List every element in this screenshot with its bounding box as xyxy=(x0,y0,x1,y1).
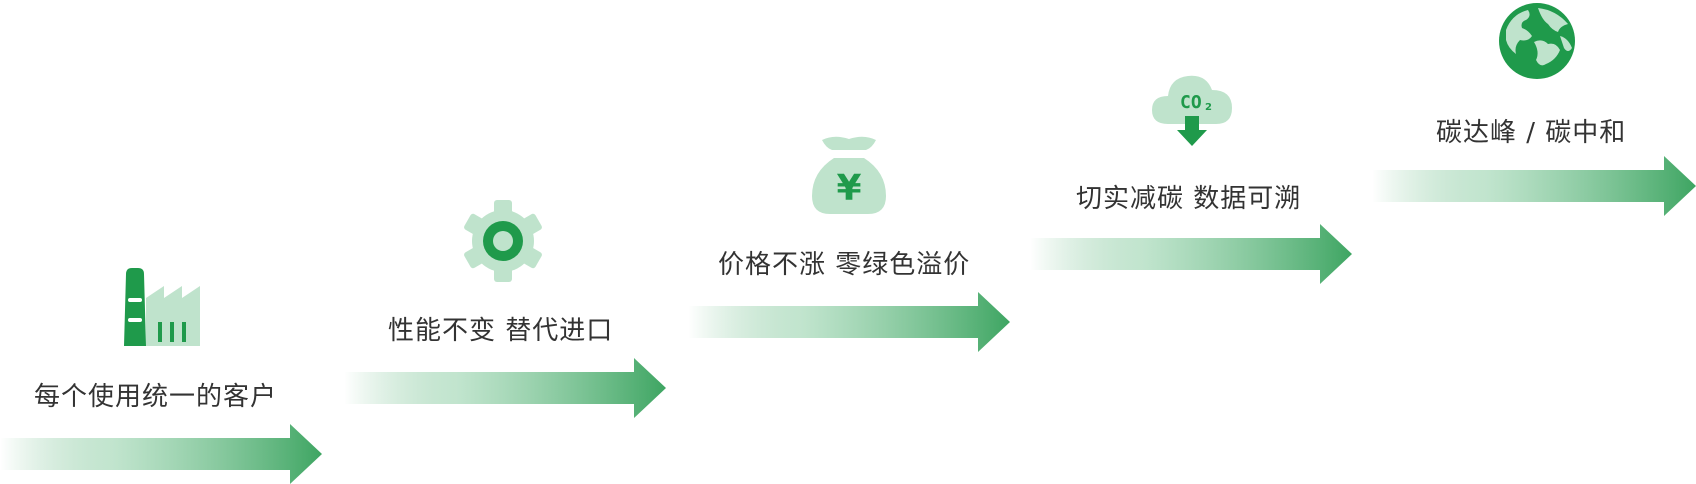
step-2-label: 性能不变 替代进口 xyxy=(388,316,614,346)
globe-icon xyxy=(1499,3,1575,79)
factory-icon xyxy=(124,268,200,346)
step-1-label: 每个使用统一的客户 xyxy=(34,382,278,412)
money-bag-icon: ¥ xyxy=(812,136,886,214)
step-4-label: 切实减碳 数据可溯 xyxy=(1076,184,1302,214)
co2-text: CO xyxy=(1180,92,1202,113)
step-5-label: 碳达峰 / 碳中和 xyxy=(1436,118,1627,148)
step-2-arrow xyxy=(344,358,666,418)
yen-symbol: ¥ xyxy=(836,168,861,209)
step-4-arrow xyxy=(1030,224,1352,284)
gear-icon xyxy=(464,200,542,282)
step-5-arrow xyxy=(1372,156,1696,216)
step-1-arrow xyxy=(0,424,322,484)
step-3-label: 价格不涨 零绿色溢价 xyxy=(718,250,971,280)
co2-cloud-icon: CO 2 xyxy=(1152,75,1232,146)
co2-sub: 2 xyxy=(1205,102,1212,113)
step-3-arrow xyxy=(688,292,1010,352)
